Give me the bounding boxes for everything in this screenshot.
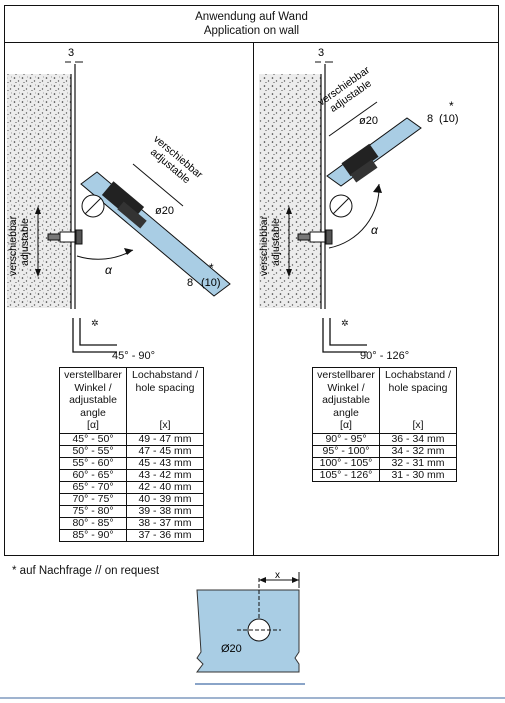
table-row: 75° - 80°39 - 38 mm (59, 504, 204, 518)
glass-thickness-alt-right: (10) (439, 113, 459, 125)
asterisk-left: * (209, 261, 214, 275)
range-label-right: 90° - 126° (360, 350, 410, 362)
glass-thickness-left: 8 (187, 277, 193, 289)
right-diagram: 3 verschiebbar adjustable verschiebbar a… (258, 47, 459, 353)
vertical-adjustable-de-right: verschiebbar (258, 215, 270, 276)
hole-diameter-left: ø20 (155, 205, 174, 217)
hole-diameter-right: ø20 (359, 115, 378, 127)
main-frame (4, 5, 499, 556)
svg-text:✲: ✲ (91, 318, 99, 328)
footnote: * auf Nachfrage // on request (12, 565, 160, 577)
dim-x: x (275, 572, 280, 581)
vertical-adjustable-en-left: adjustable (19, 218, 31, 266)
table-row: 55° - 60°45 - 43 mm (59, 456, 204, 470)
table-row: 60° - 65°43 - 42 mm (59, 468, 204, 482)
table-row: 45° - 50°49 - 47 mm (59, 432, 204, 446)
table-row: 80° - 85°38 - 37 mm (59, 516, 204, 530)
table-row: 65° - 70°42 - 40 mm (59, 480, 204, 494)
angle-left: α (105, 263, 113, 277)
dim-thickness-right: 3 (318, 47, 324, 59)
vertical-adjustable-de-left: verschiebbar (7, 215, 19, 276)
table-row: 90° - 95°36 - 34 mm (312, 432, 457, 446)
table-row: 105° - 126°31 - 30 mm (312, 468, 457, 482)
glass-thickness-right: 8 (427, 113, 433, 125)
angle-right: α (371, 223, 379, 237)
svg-text:✲: ✲ (341, 318, 349, 328)
header-title-de: Anwendung auf Wand (195, 11, 308, 23)
table-row: 50° - 55°47 - 45 mm (59, 444, 204, 458)
asterisk-right: * (449, 99, 454, 113)
spacing-header: Lochabstand /hole spacing [x] (126, 367, 204, 434)
glass-thickness-alt-left: (10) (201, 277, 221, 289)
table-row: 85° - 90°37 - 36 mm (59, 528, 204, 542)
vertical-adjustable-en-right: adjustable (270, 218, 282, 266)
table-row: 70° - 75°40 - 39 mm (59, 492, 204, 506)
header-title-en: Application on wall (203, 25, 300, 37)
panel-divider (253, 43, 254, 556)
hole-spacing-detail: x Ø20 (195, 572, 305, 685)
hole-label: Ø20 (221, 643, 242, 655)
range-label-left: 45° - 90° (112, 350, 156, 362)
spacing-header: Lochabstand /hole spacing [x] (379, 367, 457, 434)
table-row: 95° - 100°34 - 32 mm (312, 444, 457, 458)
left-diagram: 3 verschiebbar adjustable verschiebbar a… (7, 47, 231, 353)
table-row: 100° - 105°32 - 31 mm (312, 456, 457, 470)
dim-thickness-left: 3 (68, 47, 74, 59)
page-bottom-rule (0, 697, 505, 699)
